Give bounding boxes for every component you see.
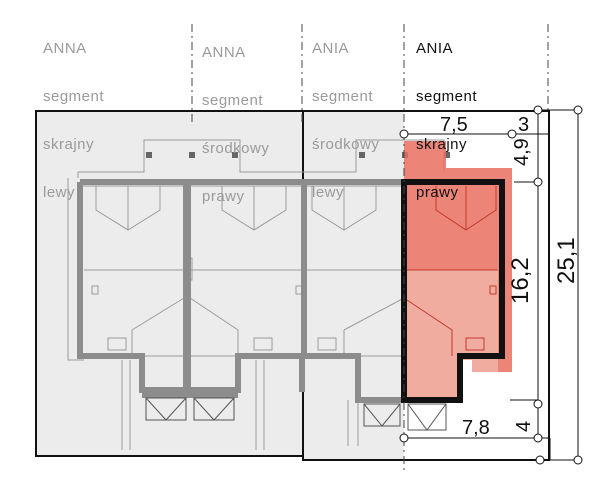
segment-label-anna-left: ANNA segment skrajny lewy [43,9,104,233]
segment-line3: prawy [202,188,245,205]
segment-dividers [191,24,549,470]
segment-line3: lewy [43,184,76,201]
dim-bottom-depth: 4 [513,421,535,432]
segment-line3: lewy [312,184,345,201]
segment-label-ania-right: ANIA segment skrajny prawy [416,9,477,233]
dim-bottom-width: 7,8 [462,417,490,439]
segment-name: ANIA [416,40,454,57]
segment-line1: segment [312,88,374,105]
segment-line2: środkowy [312,136,380,153]
segment-name: ANNA [43,40,87,57]
dim-top-offset: 3 [518,114,529,136]
segment-name: ANNA [202,44,246,61]
segment-name: ANIA [312,40,350,57]
segment-line3: prawy [416,184,459,201]
gray-walls [77,179,404,403]
dimension-lines [399,105,583,465]
dim-front-depth: 4,9 [511,138,533,166]
porch-stairs [145,397,447,431]
segment-line2: skrajny [43,136,95,153]
dim-total-depth: 25,1 [553,237,580,284]
dim-top-width: 7,5 [440,114,468,136]
ania-walls [401,179,505,403]
segment-line1: segment [202,92,264,109]
gray-porch-wall [142,392,238,398]
segment-line2: skrajny [416,136,468,153]
ania-highlight [403,141,512,400]
segment-label-ania-middle: ANIA segment środkowy lewy [312,9,379,233]
dim-house-depth: 16,2 [507,257,534,304]
segment-line2: środkowy [202,140,270,157]
segment-line1: segment [43,88,105,105]
segment-line1: segment [416,88,478,105]
segment-label-anna-middle: ANNA segment środkowy prawy [202,13,269,237]
